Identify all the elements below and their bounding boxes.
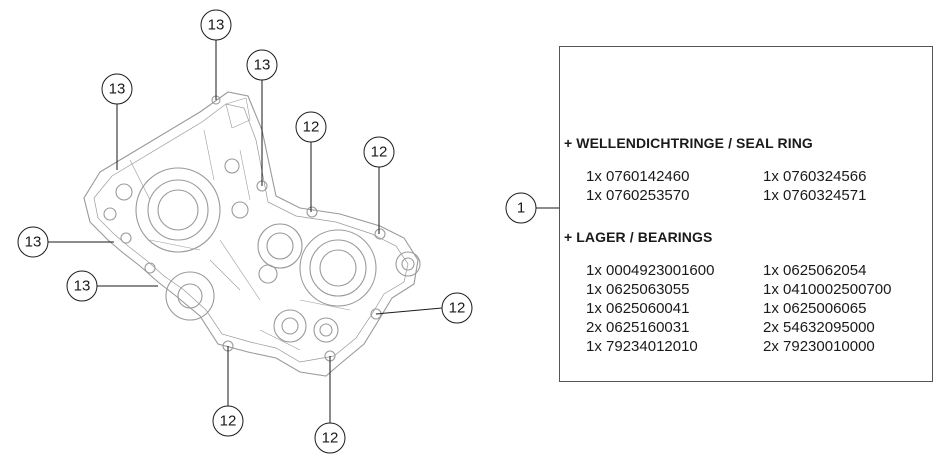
bearings-title: + LAGER / BEARINGS	[564, 229, 713, 245]
callout-12-top-right: 12	[363, 136, 395, 168]
part-number: 1x 0760142460	[586, 168, 690, 185]
part-number: 1x 0760324571	[763, 187, 867, 204]
callout-13-upper-mid: 13	[246, 49, 278, 81]
parts-panel	[559, 46, 933, 382]
callout-12-bottom-right: 12	[314, 422, 346, 454]
svg-text:13: 13	[109, 81, 126, 98]
svg-text:13: 13	[208, 17, 225, 34]
crankcase-illustration	[83, 91, 421, 377]
part-number: 1x 0625062054	[763, 262, 867, 279]
svg-text:12: 12	[322, 430, 339, 447]
svg-text:1: 1	[517, 200, 525, 217]
part-number: 1x 0760253570	[586, 187, 690, 204]
seal-ring-title: + WELLENDICHTRINGE / SEAL RING	[564, 135, 813, 151]
callout-12-right: 12	[441, 292, 473, 324]
part-number: 1x 0625063055	[586, 281, 690, 298]
part-number: 2x 79230010000	[763, 338, 875, 355]
part-number: 1x 0625006065	[763, 300, 867, 317]
svg-text:12: 12	[220, 413, 237, 430]
callout-13-upper-left: 13	[101, 73, 133, 105]
part-number: 2x 0625160031	[586, 319, 690, 336]
svg-text:12: 12	[371, 144, 388, 161]
svg-text:13: 13	[25, 234, 42, 251]
part-number: 1x 0004923001600	[586, 262, 715, 279]
svg-text:13: 13	[254, 57, 271, 74]
callout-12-top-mid: 12	[295, 111, 327, 143]
svg-text:13: 13	[74, 278, 91, 295]
callout-13-top: 13	[200, 9, 232, 41]
callout-13-lower-left: 13	[66, 270, 98, 302]
leader-lines	[48, 40, 559, 423]
svg-text:12: 12	[449, 300, 466, 317]
part-number: 1x 0760324566	[763, 168, 867, 185]
callout-12-bottom-left: 12	[212, 405, 244, 437]
part-number: 1x 79234012010	[586, 338, 698, 355]
part-number: 1x 0410002500700	[763, 281, 892, 298]
part-number: 1x 0625060041	[586, 300, 690, 317]
callout-13-left: 13	[17, 226, 49, 258]
svg-text:12: 12	[303, 119, 320, 136]
part-number: 2x 54632095000	[763, 319, 875, 336]
callout-1-panel: 1	[505, 192, 537, 224]
